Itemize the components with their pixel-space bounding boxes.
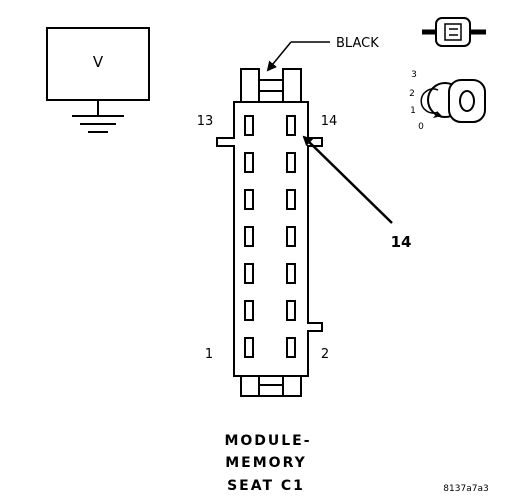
pin-cavity — [286, 152, 296, 173]
pin-label-14: 14 — [321, 114, 338, 129]
ignition-key-icon — [422, 17, 486, 47]
caption-line-1: MODULE- — [224, 433, 311, 449]
pin-cavity — [244, 152, 254, 173]
pin-cavity — [244, 189, 254, 210]
ground-icon — [72, 115, 124, 133]
pin-cavity — [244, 337, 254, 358]
pin-cavity — [286, 115, 296, 136]
pin-cavity — [244, 226, 254, 247]
pin-cavity — [286, 226, 296, 247]
pin-cavity — [286, 263, 296, 284]
ignition-position-1: 1 — [410, 106, 416, 116]
callout-pin-label: 14 — [391, 233, 412, 251]
pin-cavity — [244, 300, 254, 321]
voltmeter-label: V — [93, 53, 104, 71]
pin-cavity — [286, 189, 296, 210]
pin-cavity — [286, 300, 296, 321]
pin-cavity — [244, 115, 254, 136]
pin-label-2: 2 — [321, 347, 329, 362]
connector-housing — [216, 68, 323, 397]
caption-line-3: SEAT C1 — [227, 478, 305, 494]
pin-label-13: 13 — [197, 114, 214, 129]
ignition-position-3: 3 — [411, 70, 417, 80]
ignition-position-2: 2 — [409, 89, 415, 99]
pin-label-1: 1 — [205, 347, 213, 362]
connector-caption: MODULE- MEMORY SEAT C1 — [224, 433, 311, 494]
wire-color-callout: BLACK — [266, 36, 379, 72]
pin-cavity — [244, 263, 254, 284]
pin-cavities — [244, 115, 296, 358]
wire-color-label: BLACK — [336, 36, 379, 51]
ignition-switch-icon: 3 2 1 0 — [409, 70, 486, 132]
ignition-position-0: 0 — [418, 122, 424, 132]
pin-cavity — [286, 337, 296, 358]
caption-line-2: MEMORY — [225, 455, 306, 471]
pin-14-callout: 14 — [302, 135, 412, 251]
voltmeter-symbol: V — [46, 27, 150, 133]
figure-id: 8137a7a3 — [443, 484, 488, 494]
